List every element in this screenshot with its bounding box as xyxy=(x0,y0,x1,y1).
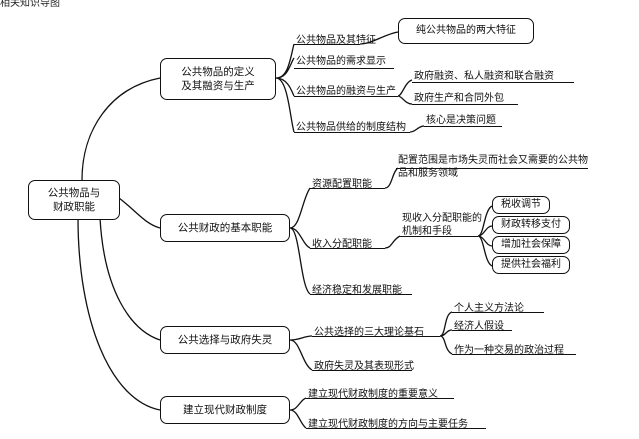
b3-item-1-sub-3: 作为一种交易的政治过程 xyxy=(454,345,564,356)
b2-mid-sub-3: 增加社会保障 xyxy=(492,236,570,254)
b2-item-2-mid: 现收入分配职能的 机制和手段 xyxy=(402,212,482,238)
b1-item-2-underline xyxy=(294,68,394,69)
connector-root-branch2 xyxy=(118,197,161,229)
b1-item-3-sub-2-underline xyxy=(412,104,518,105)
root-line1: 公共物品与 xyxy=(47,187,101,199)
b4-item-1: 建立现代财政制度的重要意义 xyxy=(308,389,438,400)
connector-b4 xyxy=(289,397,307,429)
b2-mid-sub-1: 税收调节 xyxy=(492,196,550,214)
b1-item-1-sub-1: 纯公共物品的两大特征 xyxy=(398,18,534,44)
connector-b1-i3 xyxy=(397,79,413,105)
b1-item-3-sub-2: 政府生产和合同外包 xyxy=(414,93,504,104)
b1-item-4-underline xyxy=(294,132,410,133)
connector-b1 xyxy=(275,43,295,133)
connector-root-branch4 xyxy=(77,217,161,411)
b4-item-2: 建立现代财政制度的方向与主要任务 xyxy=(308,419,468,430)
b3-item-1-sub-1-underline xyxy=(452,312,544,313)
b2-item-3: 经济稳定和发展职能 xyxy=(312,285,402,296)
b2-mid-sub-4: 提供社会福利 xyxy=(492,256,570,274)
connector-b2 xyxy=(289,187,311,295)
branch-1-node: 公共物品的定义 及其融资与生产 xyxy=(160,58,276,100)
b2-item-2-mid-line2: 机制和手段 xyxy=(402,226,452,237)
b4-item-2-underline xyxy=(306,428,486,429)
b2-item-1-sub-1-underline xyxy=(396,168,588,169)
connector-b1-i4 xyxy=(409,125,425,133)
b3-item-1: 公共选择的三大理论基石 xyxy=(314,327,424,338)
connector-b3-i1 xyxy=(439,311,453,355)
b2-item-2-underline xyxy=(310,248,385,249)
b2-item-1-sub-1: 配置范围是市场失灵而社会又需要的公共物品和服务领域 xyxy=(398,155,588,179)
b2-item-1: 资源配置职能 xyxy=(312,179,372,190)
b3-item-1-underline xyxy=(312,336,440,337)
branch-1-line2: 及其融资与生产 xyxy=(181,80,255,92)
b1-item-3-sub-1: 政府融资、私人融资和联合融资 xyxy=(414,71,554,82)
b1-item-1-underline xyxy=(294,44,360,45)
b3-item-1-sub-3-underline xyxy=(452,354,576,355)
b2-item-1-underline xyxy=(310,188,385,189)
connector-b2-mid xyxy=(477,205,493,267)
connector-root-branch1 xyxy=(81,77,161,181)
b1-item-4-sub-1-underline xyxy=(424,126,502,127)
branch-4-node: 建立现代财政制度 xyxy=(160,396,290,424)
b4-item-1-underline xyxy=(306,398,454,399)
b3-item-1-sub-1: 个人主义方法论 xyxy=(454,303,524,314)
b1-item-3-underline xyxy=(294,96,398,97)
branch-3-line1: 公共选择与政府失灵 xyxy=(177,334,273,346)
branch-4-line1: 建立现代财政制度 xyxy=(183,404,267,416)
b3-item-2-underline xyxy=(312,370,412,371)
branch-2-line1: 公共财政的基本职能 xyxy=(177,222,273,234)
branch-3-node: 公共选择与政府失灵 xyxy=(160,326,290,354)
b2-item-2: 收入分配职能 xyxy=(312,239,372,250)
b1-item-1: 公共物品及其特征 xyxy=(296,35,376,46)
b2-item-2-mid-underline xyxy=(400,236,478,237)
connector-b2-i1 xyxy=(384,167,399,189)
branch-2-node: 公共财政的基本职能 xyxy=(160,214,290,242)
connector-b2-i2 xyxy=(384,235,401,249)
b1-item-2: 公共物品的需求显示 xyxy=(296,56,386,67)
b2-item-3-underline xyxy=(310,294,412,295)
branch-1-line1: 公共物品的定义 xyxy=(181,66,255,78)
b2-mid-sub-2: 财政转移支付 xyxy=(492,216,570,234)
connector-b1-i1 xyxy=(359,31,399,45)
connector-root-branch3 xyxy=(99,217,161,341)
cropped-heading: 相关知识导图 xyxy=(0,0,60,9)
b3-item-2: 政府失灵及其表现形式 xyxy=(314,361,414,372)
b1-item-3-sub-1-underline xyxy=(412,82,574,83)
b1-item-3: 公共物品的融资与生产 xyxy=(296,86,396,97)
b1-item-4: 公共物品供给的制度结构 xyxy=(296,122,406,133)
root-node: 公共物品与 财政职能 xyxy=(28,180,120,220)
b1-item-4-sub-1: 核心是决策问题 xyxy=(426,115,496,126)
connector-b3 xyxy=(289,335,313,371)
b3-item-1-sub-2: 经济人假设 xyxy=(454,321,504,332)
b2-item-2-mid-line1: 现收入分配职能的 xyxy=(402,213,482,224)
root-line2: 财政职能 xyxy=(53,201,95,213)
b3-item-1-sub-2-underline xyxy=(452,330,512,331)
